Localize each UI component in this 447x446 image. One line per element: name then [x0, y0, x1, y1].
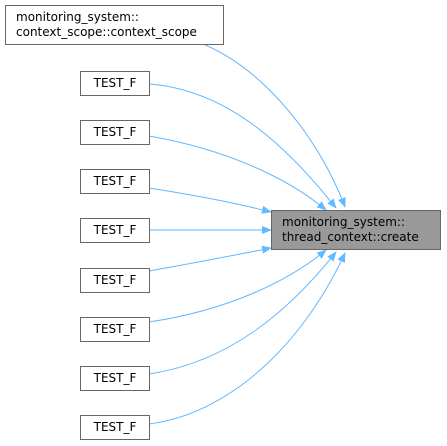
- caller-label: TEST_F: [93, 420, 137, 434]
- edge-test-f-3: [148, 187, 272, 214]
- caller-label: TEST_F: [93, 273, 137, 287]
- caller-node-test-f-5[interactable]: TEST_F: [80, 268, 150, 293]
- edge-context-scope: [204, 44, 346, 208]
- caller-node-test-f-6[interactable]: TEST_F: [80, 317, 150, 342]
- caller-node-test-f-1[interactable]: TEST_F: [80, 71, 150, 96]
- caller-label: TEST_F: [93, 371, 137, 385]
- caller-label: TEST_F: [93, 223, 137, 237]
- caller-label-line2: context_scope::context_scope: [16, 25, 197, 39]
- target-label-line1: monitoring_system::: [282, 215, 405, 229]
- caller-label-line1: monitoring_system::: [16, 10, 139, 24]
- edge-test-f-8: [148, 252, 346, 425]
- caller-label: TEST_F: [93, 322, 137, 336]
- caller-label: TEST_F: [93, 125, 137, 139]
- edge-test-f-2: [148, 135, 327, 211]
- caller-label: TEST_F: [93, 174, 137, 188]
- edge-test-f-5: [148, 245, 272, 272]
- caller-node-test-f-3[interactable]: TEST_F: [80, 169, 150, 194]
- caller-node-test-f-8[interactable]: TEST_F: [80, 415, 150, 440]
- caller-label: TEST_F: [93, 76, 137, 90]
- caller-node-context-scope[interactable]: monitoring_system:: context_scope::conte…: [5, 5, 224, 45]
- target-node-thread-context-create[interactable]: monitoring_system:: thread_context::crea…: [271, 210, 441, 250]
- target-label-line2: thread_context::create: [282, 230, 419, 244]
- edge-test-f-6: [148, 249, 327, 323]
- caller-node-test-f-2[interactable]: TEST_F: [80, 120, 150, 145]
- caller-node-test-f-7[interactable]: TEST_F: [80, 366, 150, 391]
- caller-node-test-f-4[interactable]: TEST_F: [80, 218, 150, 243]
- edge-test-f-7: [148, 251, 337, 375]
- edge-test-f-1: [148, 83, 337, 209]
